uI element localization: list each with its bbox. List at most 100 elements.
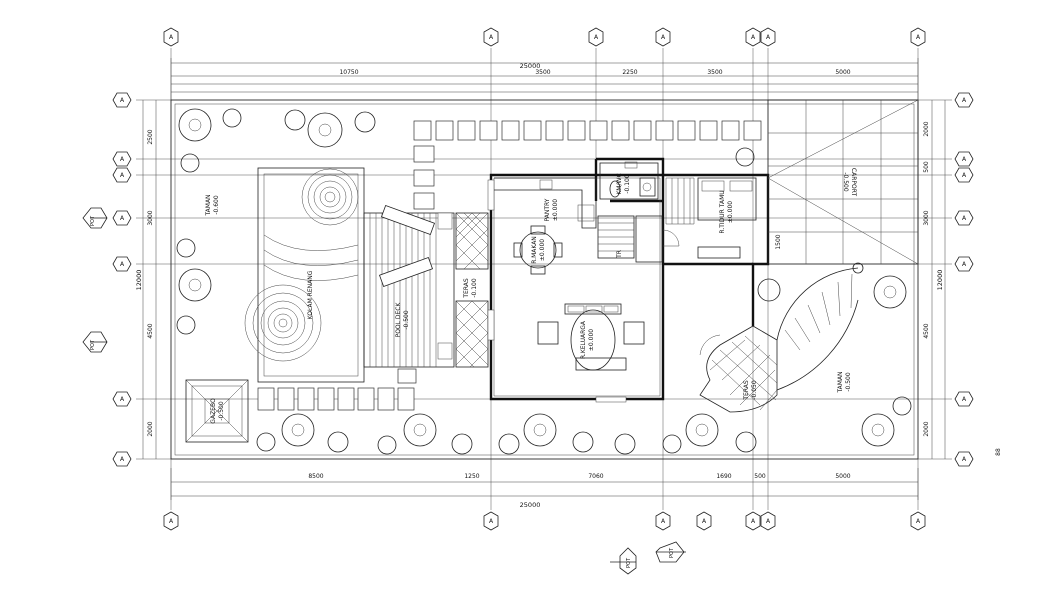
pool-deck-label: POOL DECK [395,302,402,338]
top-dim-5: 5000 [835,69,850,76]
pool-deck-level: -0.500 [403,310,410,330]
top-dim-3: 2250 [622,69,637,76]
left-dim-3: 4500 [147,323,154,338]
bottom-right-note: 88 [995,448,1002,456]
top-overall-dim: 25000 [520,62,541,70]
grid-marker-left-3: A [120,172,125,179]
right-dimension-lines [931,100,946,459]
grid-marker-bottom-6: A [766,518,771,525]
pantry-counter [494,177,597,229]
grid-marker-top-1: A [169,34,174,41]
right-dim-3: 3000 [923,210,930,225]
grid-marker-bottom-7: A [916,518,921,525]
r-makan-level: ±0.000 [539,239,546,261]
carport-grid [767,99,919,265]
top-dim-2: 3500 [535,69,550,76]
stair-label: TR [616,250,623,259]
teras-left-label: TERAS [463,278,470,298]
grid-markers-bottom [163,511,926,531]
carport-label: CARPORT [850,168,857,197]
section-marker-left-upper [82,207,108,229]
grid-marker-top-6: A [766,34,771,41]
bottom-dim-4: 1690 [716,473,731,480]
right-small-dim: 1500 [775,234,782,249]
left-dim-4: 2000 [147,421,154,436]
bottom-dim-3: 7060 [588,473,603,480]
grid-markers-left [112,92,132,467]
terrace-right [699,325,778,413]
grid-marker-bottom-5: A [751,518,756,525]
grid-marker-left-1: A [120,97,125,104]
bottom-dim-5: 500 [754,473,766,480]
teras-right-level: -0.050 [751,380,758,400]
site-boundary [170,99,919,460]
r-tidur-level: ±0.000 [727,201,734,223]
stepping-tiles-bottom [257,368,417,411]
grid-marker-top-4: A [661,34,666,41]
windows [487,179,627,403]
bottom-dim-6: 5000 [835,473,850,480]
grid-marker-bottom-4: A [702,518,707,525]
grid-marker-right-6: A [962,396,967,403]
teras-left-level: -0.100 [471,278,478,298]
staircase [597,215,663,263]
bottom-dim-2: 1250 [464,473,479,480]
grid-marker-top-2: A [489,34,494,41]
teras-right-label: TERAS [743,380,750,400]
r-makan-label: R.MAKAN [531,236,538,264]
top-dim-1: 10750 [339,69,358,76]
grid-markers-top [163,27,926,47]
grid-marker-right-1: A [962,97,967,104]
grid-marker-left-6: A [120,396,125,403]
r-tidur-label: R.TIDUR TAMU [719,190,726,233]
grid-marker-bottom-2: A [489,518,494,525]
right-dim-4: 4500 [923,323,930,338]
left-overall-dim: 12000 [135,270,143,291]
guest-bedroom [662,177,757,259]
section-marker-left-lower [82,331,108,353]
r-keluarga-level: ±0.000 [588,329,595,351]
left-dim-2: 3000 [147,210,154,225]
section-marker-bottom-a [610,547,637,575]
left-dimension-lines [142,100,157,459]
pool-deck [363,204,455,368]
right-dim-2: 500 [923,161,930,173]
gazebo-level: -0.500 [218,401,225,421]
grid-marker-right-3: A [962,172,967,179]
dining-table [513,225,563,275]
bottom-dim-1: 8500 [308,473,323,480]
taman-left-label: TAMAN [205,194,212,216]
grid-marker-top-3: A [594,34,599,41]
taman-right-level: -0.500 [845,372,852,392]
right-dim-1: 2000 [923,121,930,136]
grid-marker-left-2: A [120,156,125,163]
section-bottom-b-label: POT [669,547,675,558]
living-room-furniture [537,303,645,371]
grid-marker-bottom-3: A [661,518,666,525]
grid-marker-left-4: A [120,215,125,222]
taman-left-level: -0.600 [213,195,220,215]
section-marker-bottom-b [655,541,686,563]
house-walls [489,157,770,401]
kamar-mandi-label: KM/WC [616,173,623,194]
right-dim-5: 2000 [923,421,930,436]
grid-marker-right-5: A [962,261,967,268]
grid-marker-top-7: A [916,34,921,41]
pantry-label: PANTRY [544,198,551,221]
top-dim-4: 3500 [707,69,722,76]
site-boundary-inner [174,103,915,456]
grid-markers-right [954,92,974,467]
left-dim-1: 2500 [147,129,154,144]
grid-marker-right-2: A [962,156,967,163]
top-dimension-lines [170,58,919,100]
gazebo [185,379,249,443]
bottom-dimension-lines [170,468,919,500]
gazebo-label: GAZEBO [210,398,217,424]
bathroom [599,161,659,200]
stepping-tiles-top [413,120,762,210]
swimming-pool [244,167,365,383]
r-keluarga-label: R.KELUARGA [580,320,587,359]
grid-marker-left-7: A [120,456,125,463]
pantry-level: ±0.000 [552,199,559,221]
